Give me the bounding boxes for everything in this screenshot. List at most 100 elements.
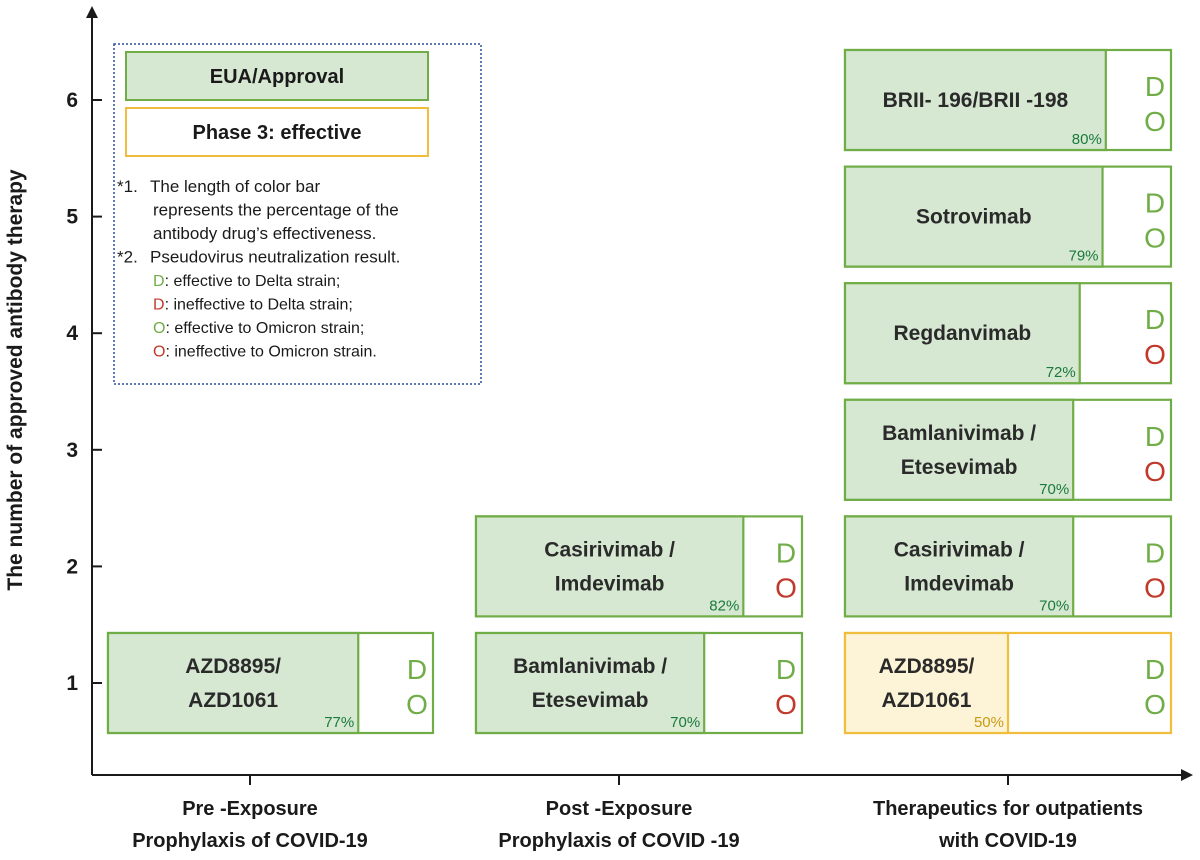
legend-key: O: ineffective to Omicron strain.: [153, 344, 377, 361]
legend-key-text: : effective to Omicron strain;: [165, 320, 364, 337]
y-tick-label: 5: [66, 206, 78, 229]
bar-name-label: Casirivimab /: [894, 538, 1025, 561]
bar-name-label: Bamlanivimab /: [513, 655, 667, 678]
delta-strain-label: D: [407, 654, 427, 685]
y-tick-label: 6: [66, 89, 78, 112]
legend-note-text: represents the percentage of the: [153, 201, 399, 220]
bar-name-label: Bamlanivimab /: [882, 422, 1036, 445]
omicron-strain-label: O: [1144, 223, 1166, 254]
omicron-strain-label: O: [1144, 106, 1166, 137]
bar-value-label: 70%: [670, 714, 700, 731]
legend-entry-label: EUA/Approval: [210, 66, 344, 88]
x-tick-label: with COVID-19: [938, 830, 1077, 852]
bar-group: AZD8895/AZD1061 77% DO: [106, 631, 435, 735]
legend-key: D: effective to Delta strain;: [153, 273, 340, 290]
legend-swatch: [125, 107, 429, 157]
legend-key: D: ineffective to Delta strain;: [153, 297, 353, 314]
bar: [474, 631, 706, 735]
bar-name-label: AZD1061: [188, 689, 278, 712]
bar-name-label: Imdevimab: [555, 572, 665, 595]
legend-note-text: antibody drug’s effectiveness.: [153, 224, 376, 243]
omicron-strain-label: O: [775, 689, 797, 720]
y-axis-arrow: [86, 6, 98, 18]
bar-name-label: Etesevimab: [901, 456, 1018, 479]
bar: [843, 515, 1075, 618]
bar-value-label: 70%: [1039, 481, 1069, 498]
bar: [843, 631, 1010, 735]
bar-value-label: 77%: [324, 714, 354, 731]
legend-key-letter: O: [153, 320, 165, 337]
bar-name-label: AZD8895/: [879, 655, 975, 678]
omicron-strain-label: O: [1144, 689, 1166, 720]
bar-name-label: BRII- 196/BRII -198: [883, 89, 1069, 112]
bar-group: Regdanvimab 72% DO: [843, 282, 1173, 385]
bar: [843, 398, 1075, 501]
legend-swatch: [125, 51, 429, 101]
bar-group: Casirivimab / Imdevimab 70% DO: [843, 515, 1173, 618]
delta-strain-label: D: [1145, 537, 1165, 568]
legend-key-letter: O: [153, 344, 165, 361]
bar-name-label: Sotrovimab: [916, 206, 1032, 229]
legend-key-letter: D: [153, 273, 165, 290]
x-tick-label: Therapeutics for outpatients: [873, 798, 1143, 820]
legend-key-text: : ineffective to Omicron strain.: [165, 344, 376, 361]
x-tick-label: Pre -Exposure: [182, 798, 318, 820]
delta-strain-label: D: [1145, 71, 1165, 102]
bar-value-label: 79%: [1069, 248, 1099, 265]
bar-name-label: Casirivimab /: [544, 538, 675, 561]
legend-entry-label: Phase 3: effective: [193, 122, 362, 144]
delta-strain-label: D: [1145, 654, 1165, 685]
legend-key-text: : ineffective to Delta strain;: [165, 297, 353, 314]
omicron-strain-label: O: [775, 572, 797, 603]
bar: [843, 282, 1081, 385]
bar: [106, 631, 360, 735]
bar-group: Bamlanivimab / Etesevimab 70% DO: [474, 631, 804, 735]
axes: [86, 6, 1193, 781]
y-axis-label: The number of approved antibody therapy: [4, 169, 27, 591]
bar: [843, 165, 1104, 268]
bar-name-label: AZD1061: [882, 689, 972, 712]
bar-value-label: 50%: [974, 714, 1004, 731]
bar-value-label: 80%: [1072, 131, 1102, 148]
x-tick-label: Post -Exposure: [546, 798, 693, 820]
delta-strain-label: D: [1145, 304, 1165, 335]
x-axis-arrow: [1181, 769, 1193, 781]
bar-name-label: Imdevimab: [904, 572, 1014, 595]
bar-name-label: AZD8895/: [185, 655, 281, 678]
bar-name-label: Regdanvimab: [894, 322, 1032, 345]
omicron-strain-label: O: [1144, 339, 1166, 370]
bar-name-label: Etesevimab: [532, 689, 649, 712]
delta-strain-label: D: [776, 654, 796, 685]
delta-strain-label: D: [776, 537, 796, 568]
omicron-strain-label: O: [1144, 456, 1166, 487]
legend-key-text: : effective to Delta strain;: [165, 273, 341, 290]
legend-key: O: effective to Omicron strain;: [153, 320, 364, 337]
bar-value-label: 82%: [709, 597, 739, 614]
bar-group: BRII- 196/BRII -198 80% DO: [843, 48, 1173, 152]
legend-key-letter: D: [153, 297, 165, 314]
legend-note-text: The length of color bar: [150, 177, 320, 196]
y-axis-ticks: 1 2 3 4 5 6: [66, 89, 102, 695]
bar-value-label: 70%: [1039, 597, 1069, 614]
legend-note-marker: *2.: [117, 248, 138, 267]
y-tick-label: 3: [66, 439, 78, 462]
legend-note-text: Pseudovirus neutralization result.: [150, 248, 400, 267]
x-tick-label: Prophylaxis of COVID-19: [132, 830, 368, 852]
omicron-strain-label: O: [406, 689, 428, 720]
omicron-strain-label: O: [1144, 572, 1166, 603]
y-tick-label: 4: [66, 322, 78, 345]
y-tick-label: 1: [66, 672, 78, 695]
bar-value-label: 72%: [1046, 364, 1076, 381]
bar: [843, 48, 1107, 152]
bar: [474, 515, 745, 618]
legend-note-marker: *1.: [117, 177, 138, 196]
y-tick-label: 2: [66, 555, 78, 578]
x-tick-label: Prophylaxis of COVID -19: [498, 830, 739, 852]
